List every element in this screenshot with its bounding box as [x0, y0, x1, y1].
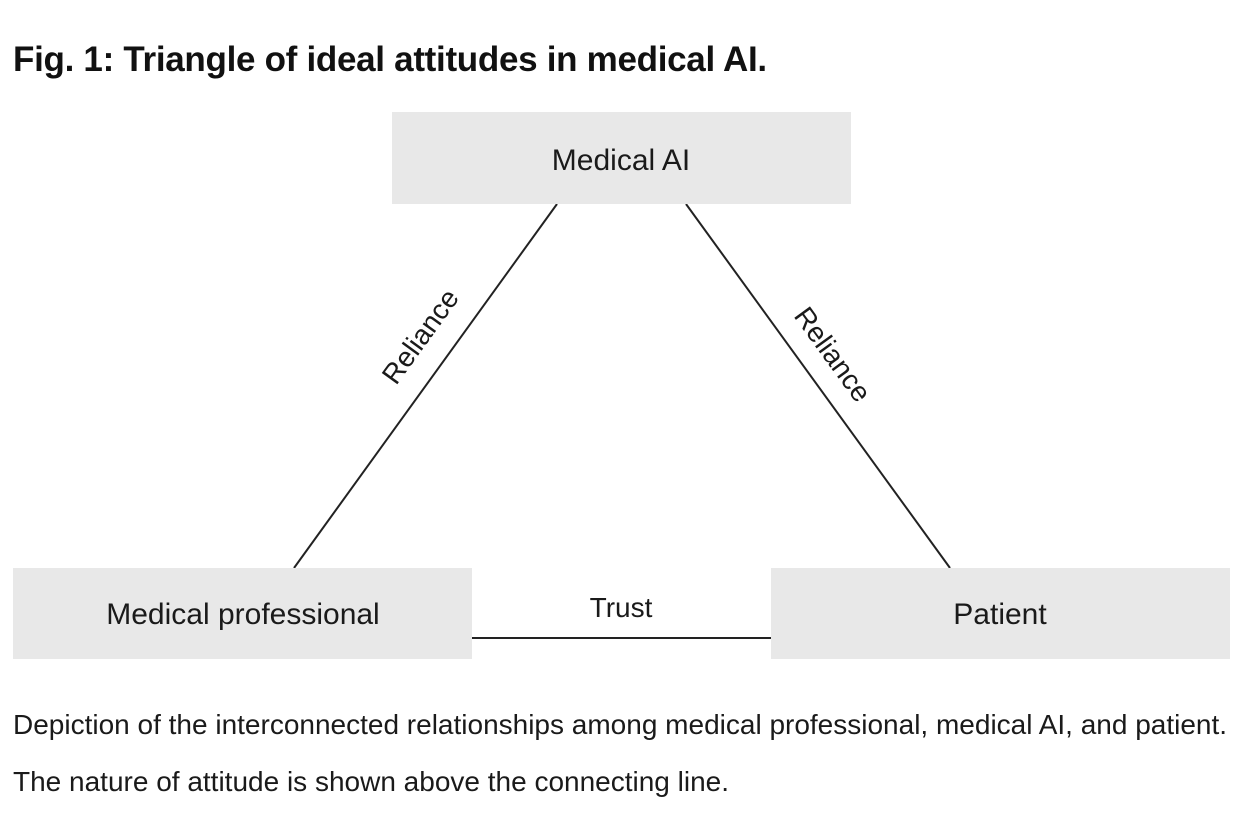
figure-caption: Depiction of the interconnected relation… — [13, 709, 1228, 797]
edge-label-professional-ai: Reliance — [376, 283, 465, 389]
edge-line-patient-ai — [685, 203, 951, 569]
edge-label-patient-ai: Reliance — [788, 301, 877, 407]
node-label: Medical professional — [106, 598, 379, 631]
node-box — [13, 568, 472, 659]
node-medical-professional: Medical professional — [13, 568, 472, 659]
figure-title: Fig. 1: Triangle of ideal attitudes in m… — [13, 40, 767, 79]
node-patient: Patient — [771, 568, 1230, 659]
edge-line-professional-ai — [293, 203, 558, 569]
edge-label-professional-patient: Trust — [590, 592, 653, 623]
node-box — [392, 112, 851, 204]
node-label: Patient — [953, 598, 1047, 631]
node-box — [771, 568, 1230, 659]
node-medical-ai: Medical AI — [392, 112, 851, 204]
node-label: Medical AI — [552, 144, 690, 177]
